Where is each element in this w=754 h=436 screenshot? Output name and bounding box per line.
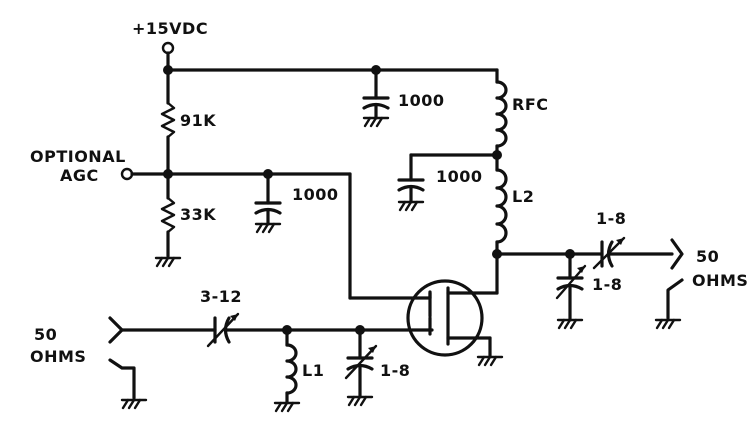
output-connector (654, 238, 684, 330)
label-agc: AGC (60, 166, 99, 185)
capacitor-1000-rfc (397, 153, 499, 212)
inductor-l1 (273, 328, 301, 413)
label-supply: +15VDC (132, 19, 208, 38)
capacitor-1000-top (362, 68, 390, 128)
label-rfc: RFC (512, 95, 549, 114)
junction-dot (371, 65, 381, 75)
label-l1: L1 (302, 361, 324, 380)
input-connector (108, 316, 148, 410)
label-out-50: 50 (696, 247, 719, 266)
junction-dot (163, 65, 173, 75)
ground-symbol (154, 256, 182, 268)
inductor-l2 (495, 153, 508, 295)
label-c-top: 1000 (398, 91, 445, 110)
capacitor-1-8-output-shunt (555, 252, 587, 330)
label-out-ohms: OHMS (692, 271, 748, 290)
fet-transistor (358, 279, 504, 367)
junction-dot (492, 249, 502, 259)
label-cin: 3-12 (200, 287, 242, 306)
label-in-ohms: OHMS (30, 347, 86, 366)
capacitor-1000-mid (254, 172, 282, 234)
label-in-50: 50 (34, 325, 57, 344)
resistor-91k (160, 68, 176, 176)
label-c-rfc: 1000 (436, 167, 483, 186)
label-ctrim-in: 1-8 (380, 361, 410, 380)
junction-dot (492, 150, 502, 160)
junction-dot (565, 249, 575, 259)
capacitor-3-12-input (206, 312, 362, 348)
junction-dot (263, 169, 273, 179)
label-c-mid: 1000 (292, 185, 339, 204)
label-agc-optional: OPTIONAL (30, 147, 126, 166)
capacitor-1-8-input-trim (344, 328, 378, 407)
rf-choke (495, 68, 508, 157)
label-91k: 91K (180, 111, 216, 130)
resistor-33k (160, 172, 176, 258)
label-cout-shunt: 1-8 (592, 275, 622, 294)
junction-dot (282, 325, 292, 335)
junction-dot (355, 325, 365, 335)
label-33k: 33K (180, 205, 216, 224)
junction-dot (163, 169, 173, 179)
label-cout-series: 1-8 (596, 209, 626, 228)
label-l2: L2 (512, 187, 534, 206)
capacitor-1-8-output-series (592, 236, 674, 270)
